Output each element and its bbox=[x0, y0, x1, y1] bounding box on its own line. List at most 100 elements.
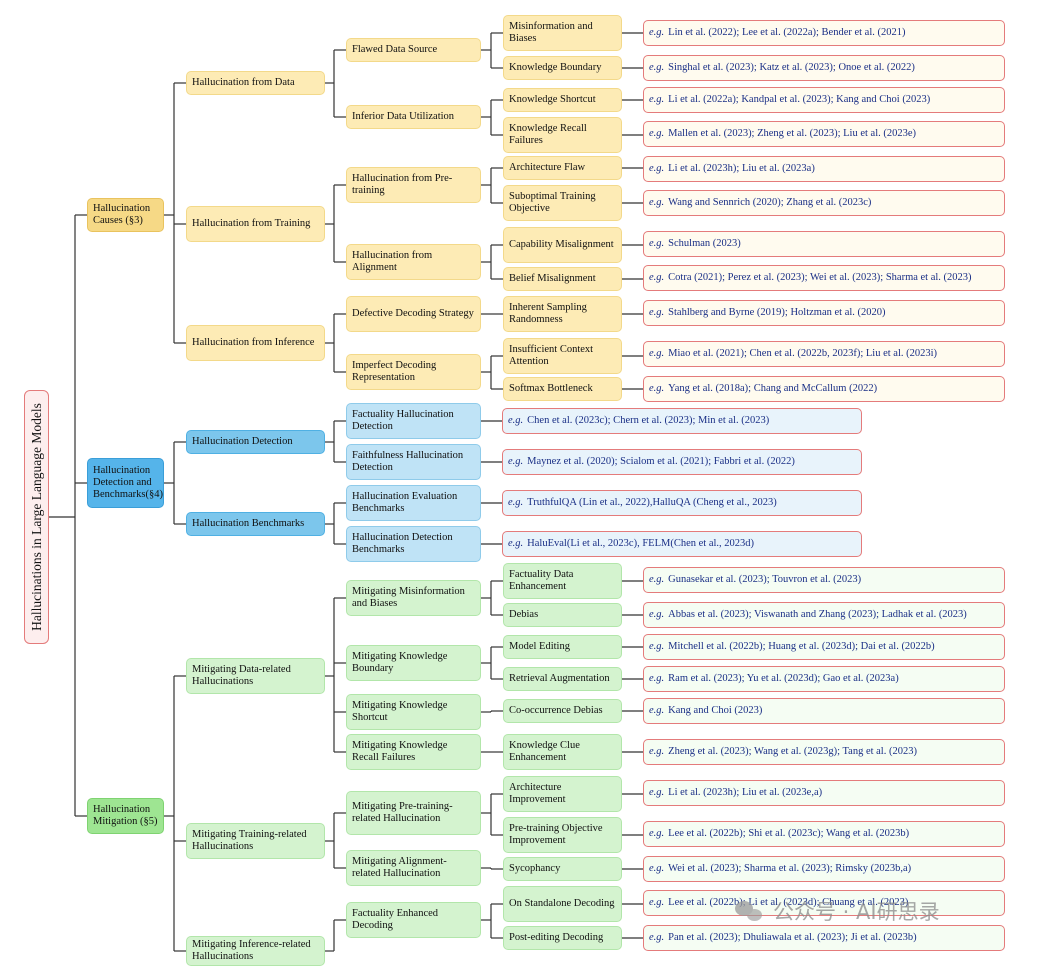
citations: Lee et al. (2022b); Shi et al. (2023c); … bbox=[668, 828, 910, 839]
category-hallucination-mitigation-5: Hallucination Mitigation (§5) bbox=[87, 798, 164, 834]
category-hallucination-detection-and-benchmarks-4: Hallucination Detection and Benchmarks(§… bbox=[87, 458, 164, 508]
eg-label: e.g. bbox=[649, 787, 665, 798]
citations: TruthfulQA (Lin et al., 2022),HalluQA (C… bbox=[527, 497, 777, 508]
citations: Li et al. (2022a); Kandpal et al. (2023)… bbox=[668, 94, 931, 105]
subtopic-knowledge-recall-failures: Knowledge Recall Failures bbox=[503, 117, 622, 153]
topic-mitigating-alignment-related-hallucination: Mitigating Alignment-related Hallucinati… bbox=[346, 850, 481, 886]
eg-label: e.g. bbox=[649, 27, 665, 38]
citations: Lee et al. (2022b); Li et al. (2023d); C… bbox=[668, 897, 909, 908]
eg-label: e.g. bbox=[649, 673, 665, 684]
topic-mitigating-knowledge-shortcut: Mitigating Knowledge Shortcut bbox=[346, 694, 481, 730]
reference-list: e.g.Lee et al. (2022b); Shi et al. (2023… bbox=[643, 821, 1005, 847]
reference-list: e.g.Chen et al. (2023c); Chern et al. (2… bbox=[502, 408, 862, 434]
citations: Cotra (2021); Perez et al. (2023); Wei e… bbox=[668, 272, 972, 283]
subtopic-knowledge-shortcut: Knowledge Shortcut bbox=[503, 88, 622, 112]
eg-label: e.g. bbox=[649, 163, 665, 174]
reference-list: e.g.Mallen et al. (2023); Zheng et al. (… bbox=[643, 121, 1005, 147]
citations: Mitchell et al. (2022b); Huang et al. (2… bbox=[668, 641, 935, 652]
topic-faithfulness-hallucination-detection: Faithfulness Hallucination Detection bbox=[346, 444, 481, 480]
citations: Singhal et al. (2023); Katz et al. (2023… bbox=[668, 62, 915, 73]
citations: Zheng et al. (2023); Wang et al. (2023g)… bbox=[668, 746, 917, 757]
subcategory-hallucination-benchmarks: Hallucination Benchmarks bbox=[186, 512, 325, 536]
eg-label: e.g. bbox=[649, 94, 665, 105]
reference-list: e.g.Maynez et al. (2020); Scialom et al.… bbox=[502, 449, 862, 475]
subcategory-hallucination-from-inference: Hallucination from Inference bbox=[186, 325, 325, 361]
citations: Pan et al. (2023); Dhuliawala et al. (20… bbox=[668, 932, 917, 943]
reference-list: e.g.Zheng et al. (2023); Wang et al. (20… bbox=[643, 739, 1005, 765]
topic-factuality-hallucination-detection: Factuality Hallucination Detection bbox=[346, 403, 481, 439]
topic-hallucination-from-alignment: Hallucination from Alignment bbox=[346, 244, 481, 280]
eg-label: e.g. bbox=[649, 705, 665, 716]
topic-hallucination-from-pre-training: Hallucination from Pre-training bbox=[346, 167, 481, 203]
reference-list: e.g.Yang et al. (2018a); Chang and McCal… bbox=[643, 376, 1005, 402]
reference-list: e.g.Pan et al. (2023); Dhuliawala et al.… bbox=[643, 925, 1005, 951]
subtopic-knowledge-clue-enhancement: Knowledge Clue Enhancement bbox=[503, 734, 622, 770]
eg-label: e.g. bbox=[649, 932, 665, 943]
citations: Li et al. (2023h); Liu et al. (2023e,a) bbox=[668, 787, 823, 798]
reference-list: e.g.Li et al. (2023h); Liu et al. (2023e… bbox=[643, 780, 1005, 806]
subtopic-debias: Debias bbox=[503, 603, 622, 627]
topic-mitigating-pre-training-related-hallucination: Mitigating Pre-training-related Hallucin… bbox=[346, 791, 481, 835]
reference-list: e.g.Miao et al. (2021); Chen et al. (202… bbox=[643, 341, 1005, 367]
citations: Miao et al. (2021); Chen et al. (2022b, … bbox=[668, 348, 938, 359]
topic-defective-decoding-strategy: Defective Decoding Strategy bbox=[346, 296, 481, 332]
eg-label: e.g. bbox=[649, 128, 665, 139]
subtopic-model-editing: Model Editing bbox=[503, 635, 622, 659]
subtopic-architecture-improvement: Architecture Improvement bbox=[503, 776, 622, 812]
subtopic-suboptimal-training-objective: Suboptimal Training Objective bbox=[503, 185, 622, 221]
reference-list: e.g.HaluEval(Li et al., 2023c), FELM(Che… bbox=[502, 531, 862, 557]
subtopic-on-standalone-decoding: On Standalone Decoding bbox=[503, 886, 622, 922]
subtopic-pre-training-objective-improvement: Pre-training Objective Improvement bbox=[503, 817, 622, 853]
topic-factuality-enhanced-decoding: Factuality Enhanced Decoding bbox=[346, 902, 481, 938]
eg-label: e.g. bbox=[508, 497, 524, 508]
eg-label: e.g. bbox=[508, 538, 524, 549]
subtopic-belief-misalignment: Belief Misalignment bbox=[503, 267, 622, 291]
topic-hallucination-evaluation-benchmarks: Hallucination Evaluation Benchmarks bbox=[346, 485, 481, 521]
topic-mitigating-knowledge-boundary: Mitigating Knowledge Boundary bbox=[346, 645, 481, 681]
reference-list: e.g.Mitchell et al. (2022b); Huang et al… bbox=[643, 634, 1005, 660]
subcategory-hallucination-detection: Hallucination Detection bbox=[186, 430, 325, 454]
citations: Gunasekar et al. (2023); Touvron et al. … bbox=[668, 574, 862, 585]
reference-list: e.g.Li et al. (2023h); Liu et al. (2023a… bbox=[643, 156, 1005, 182]
subtopic-insufficient-context-attention: Insufficient Context Attention bbox=[503, 338, 622, 374]
reference-list: e.g.Li et al. (2022a); Kandpal et al. (2… bbox=[643, 87, 1005, 113]
subtopic-softmax-bottleneck: Softmax Bottleneck bbox=[503, 377, 622, 401]
topic-mitigating-misinformation-and-biases: Mitigating Misinformation and Biases bbox=[346, 580, 481, 616]
reference-list: e.g.Wang and Sennrich (2020); Zhang et a… bbox=[643, 190, 1005, 216]
citations: Chen et al. (2023c); Chern et al. (2023)… bbox=[527, 415, 770, 426]
topic-imperfect-decoding-representation: Imperfect Decoding Representation bbox=[346, 354, 481, 390]
topic-hallucination-detection-benchmarks: Hallucination Detection Benchmarks bbox=[346, 526, 481, 562]
eg-label: e.g. bbox=[649, 897, 665, 908]
reference-list: e.g.Stahlberg and Byrne (2019); Holtzman… bbox=[643, 300, 1005, 326]
eg-label: e.g. bbox=[649, 62, 665, 73]
root-label: Hallucinations in Large Language Models bbox=[28, 403, 44, 631]
topic-mitigating-knowledge-recall-failures: Mitigating Knowledge Recall Failures bbox=[346, 734, 481, 770]
subtopic-knowledge-boundary: Knowledge Boundary bbox=[503, 56, 622, 80]
citations: Wang and Sennrich (2020); Zhang et al. (… bbox=[668, 197, 872, 208]
citations: Stahlberg and Byrne (2019); Holtzman et … bbox=[668, 307, 886, 318]
reference-list: e.g.Abbas et al. (2023); Viswanath and Z… bbox=[643, 602, 1005, 628]
subtopic-co-occurrence-debias: Co-occurrence Debias bbox=[503, 699, 622, 723]
subcategory-hallucination-from-training: Hallucination from Training bbox=[186, 206, 325, 242]
eg-label: e.g. bbox=[649, 348, 665, 359]
eg-label: e.g. bbox=[649, 197, 665, 208]
eg-label: e.g. bbox=[649, 238, 665, 249]
citations: Li et al. (2023h); Liu et al. (2023a) bbox=[668, 163, 815, 174]
reference-list: e.g.Ram et al. (2023); Yu et al. (2023d)… bbox=[643, 666, 1005, 692]
reference-list: e.g.Gunasekar et al. (2023); Touvron et … bbox=[643, 567, 1005, 593]
reference-list: e.g.Kang and Choi (2023) bbox=[643, 698, 1005, 724]
reference-list: e.g.Lin et al. (2022); Lee et al. (2022a… bbox=[643, 20, 1005, 46]
citations: HaluEval(Li et al., 2023c), FELM(Chen et… bbox=[527, 538, 755, 549]
subcategory-mitigating-inference-related-hallucinations: Mitigating Inference-related Hallucinati… bbox=[186, 936, 325, 966]
subtopic-post-editing-decoding: Post-editing Decoding bbox=[503, 926, 622, 950]
subtopic-inherent-sampling-randomness: Inherent Sampling Randomness bbox=[503, 296, 622, 332]
reference-list: e.g.TruthfulQA (Lin et al., 2022),HalluQ… bbox=[502, 490, 862, 516]
citations: Lin et al. (2022); Lee et al. (2022a); B… bbox=[668, 27, 906, 38]
reference-list: e.g.Wei et al. (2023); Sharma et al. (20… bbox=[643, 856, 1005, 882]
reference-list: e.g.Lee et al. (2022b); Li et al. (2023d… bbox=[643, 890, 1005, 916]
subcategory-hallucination-from-data: Hallucination from Data bbox=[186, 71, 325, 95]
subtopic-sycophancy: Sycophancy bbox=[503, 857, 622, 881]
eg-label: e.g. bbox=[649, 272, 665, 283]
citations: Ram et al. (2023); Yu et al. (2023d); Ga… bbox=[668, 673, 899, 684]
